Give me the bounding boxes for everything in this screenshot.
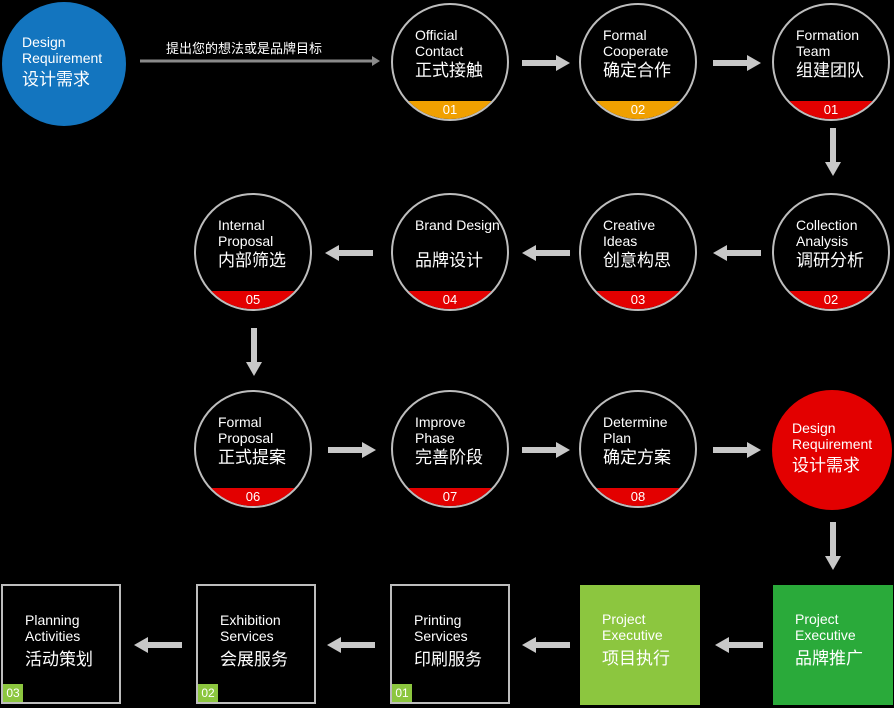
service-zh: 品牌推广 <box>795 649 863 668</box>
service-zh: 活动策划 <box>25 650 93 669</box>
step-number: 02 <box>774 291 888 309</box>
step-number: 01 <box>393 101 507 119</box>
start-design-requirement: Design Requirement 设计需求 <box>2 2 126 126</box>
mid-design-requirement: Design Requirement 设计需求 <box>772 390 892 510</box>
service-planning-activities: Planning Activities 活动策划 03 <box>1 584 121 704</box>
step-en: Internal Proposal <box>218 217 274 249</box>
service-zh: 印刷服务 <box>414 650 482 669</box>
step-internal-proposal: Internal Proposal 内部筛选 05 <box>194 193 312 311</box>
step-en: Formal Proposal <box>218 414 274 446</box>
arrow-down <box>246 328 262 376</box>
service-number: 01 <box>392 684 412 702</box>
start-en: Design Requirement <box>22 34 103 66</box>
service-en: Project Executive <box>602 611 663 643</box>
step-collection-analysis: Collection Analysis 调研分析 02 <box>772 193 890 311</box>
step-number: 04 <box>393 291 507 309</box>
arrow-left <box>134 637 182 653</box>
step-zh: 组建团队 <box>796 61 864 80</box>
arrow-down <box>825 522 841 570</box>
service-printing-services: Printing Services 印刷服务 01 <box>390 584 510 704</box>
step-zh: 完善阶段 <box>415 448 483 467</box>
step-number: 03 <box>581 291 695 309</box>
arrow-right <box>522 442 570 458</box>
step-en: Formal Cooperate <box>603 27 669 59</box>
step-number: 06 <box>196 488 310 506</box>
arrow-down <box>825 128 841 176</box>
arrow-long-right <box>140 56 380 66</box>
arrow-left <box>713 245 761 261</box>
service-en: Printing Services <box>414 612 468 644</box>
arrow-left <box>715 637 763 653</box>
step-zh: 确定方案 <box>603 448 671 467</box>
step-formal-cooperate: Formal Cooperate 确定合作 02 <box>579 3 697 121</box>
service-number: 02 <box>198 684 218 702</box>
top-caption: 提出您的想法或是品牌目标 <box>166 41 323 56</box>
service-en: Exhibition Services <box>220 612 281 644</box>
step-formation-team: Formation Team 组建团队 01 <box>772 3 890 121</box>
step-zh: 正式提案 <box>218 448 286 467</box>
step-number: 02 <box>581 101 695 119</box>
step-en: Collection Analysis <box>796 217 858 249</box>
mid-zh: 设计需求 <box>792 456 860 475</box>
service-en: Project Executive <box>795 611 856 643</box>
step-zh: 内部筛选 <box>218 251 286 270</box>
service-number: 03 <box>3 684 23 702</box>
step-official-contact: Official Contact 正式接触 01 <box>391 3 509 121</box>
arrow-left <box>325 245 373 261</box>
arrow-right <box>522 55 570 71</box>
step-number: 01 <box>774 101 888 119</box>
step-en: Formation Team <box>796 27 860 59</box>
step-determine-plan: Determine Plan 确定方案 08 <box>579 390 697 508</box>
service-brand-promotion: Project Executive 品牌推广 <box>773 585 893 705</box>
step-zh: 正式接触 <box>415 61 483 80</box>
step-formal-proposal: Formal Proposal 正式提案 06 <box>194 390 312 508</box>
mid-en: Design Requirement <box>792 420 873 452</box>
step-creative-ideas: Creative Ideas 创意构思 03 <box>579 193 697 311</box>
step-en: Brand Design <box>415 217 500 233</box>
step-en: Determine Plan <box>603 414 668 446</box>
step-zh: 品牌设计 <box>415 251 483 270</box>
step-brand-design: Brand Design 品牌设计 04 <box>391 193 509 311</box>
service-zh: 会展服务 <box>220 650 288 669</box>
step-en: Creative Ideas <box>603 217 656 249</box>
service-en: Planning Activities <box>25 612 81 644</box>
step-zh: 确定合作 <box>603 61 671 80</box>
step-number: 05 <box>196 291 310 309</box>
service-zh: 项目执行 <box>602 649 670 668</box>
start-zh: 设计需求 <box>22 70 90 89</box>
arrow-left <box>522 637 570 653</box>
step-en: Official Contact <box>415 27 464 59</box>
service-project-executive: Project Executive 项目执行 <box>580 585 700 705</box>
arrow-left <box>327 637 375 653</box>
step-en: Improve Phase <box>415 414 466 446</box>
step-improve-phase: Improve Phase 完善阶段 07 <box>391 390 509 508</box>
step-number: 07 <box>393 488 507 506</box>
service-exhibition-services: Exhibition Services 会展服务 02 <box>196 584 316 704</box>
step-zh: 调研分析 <box>796 251 864 270</box>
arrow-right <box>328 442 376 458</box>
arrow-right <box>713 442 761 458</box>
arrow-left <box>522 245 570 261</box>
step-number: 08 <box>581 488 695 506</box>
arrow-right <box>713 55 761 71</box>
step-zh: 创意构思 <box>603 251 671 270</box>
